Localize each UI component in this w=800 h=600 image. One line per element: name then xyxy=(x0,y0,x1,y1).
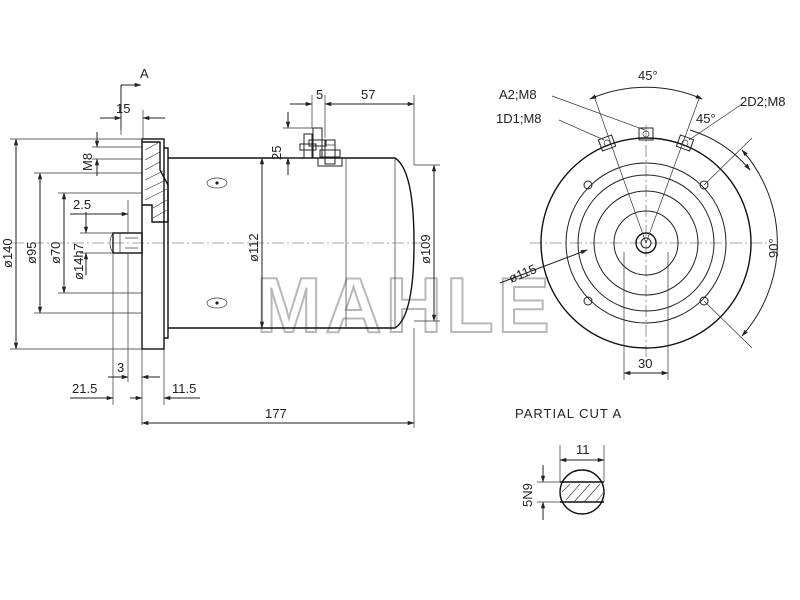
terminal-studs xyxy=(299,127,343,167)
motor-shaft xyxy=(112,232,143,254)
dim-3: 3 xyxy=(117,360,124,375)
dim-angle-90: 90° xyxy=(766,238,781,258)
section-marker-a: A xyxy=(120,66,149,130)
end-view: A2;M8 1D1;M8 2D2;M8 45° 45° 90° ø115 30 xyxy=(496,68,786,380)
section-marker-label: A xyxy=(140,66,149,81)
dim-dia-140: ø140 xyxy=(0,238,15,268)
end-view-terminals xyxy=(597,127,695,152)
label-1d1-m8: 1D1;M8 xyxy=(496,111,542,126)
label-a2-m8: A2;M8 xyxy=(499,87,537,102)
dim-dia-14h7: ø14h7 xyxy=(71,243,86,280)
dim-30: 30 xyxy=(638,356,652,371)
side-view: A 15 5 57 25 M8 2.5 xyxy=(0,66,440,428)
dim-21-5: 21.5 xyxy=(72,381,97,396)
dim-11-5: 11.5 xyxy=(172,381,196,396)
motor-body xyxy=(168,157,415,329)
body-screw-top xyxy=(206,177,228,189)
dim-m8: M8 xyxy=(80,153,95,171)
label-2d2-m8: 2D2;M8 xyxy=(740,94,786,109)
dim-5n9: 5N9 xyxy=(520,483,535,507)
end-view-shaft xyxy=(635,232,657,254)
brand-watermark: MAHLE xyxy=(256,261,553,349)
dim-angle-45-right: 45° xyxy=(696,111,716,126)
dim-2-5: 2.5 xyxy=(73,197,91,212)
dim-5: 5 xyxy=(316,87,323,102)
dim-57: 57 xyxy=(361,87,375,102)
shaft-hatching xyxy=(561,483,605,503)
mounting-holes xyxy=(583,180,709,306)
end-view-outer-circle xyxy=(540,137,752,349)
dim-angle-45-top: 45° xyxy=(638,68,658,83)
dim-15: 15 xyxy=(116,101,130,116)
dim-177: 177 xyxy=(265,406,287,421)
partial-cut-title: PARTIAL CUT A xyxy=(515,406,622,421)
partial-cut-a: PARTIAL CUT A 11 5N9 xyxy=(515,406,622,520)
dim-25: 25 xyxy=(269,146,284,160)
dim-dia-70: ø70 xyxy=(48,242,63,264)
flange-hatching xyxy=(144,142,168,219)
shaft-cross-section xyxy=(559,469,605,515)
dim-dia-112: ø112 xyxy=(246,233,261,262)
dim-dia-109: ø109 xyxy=(418,234,433,264)
dim-dia-95: ø95 xyxy=(24,242,39,264)
body-screw-bottom xyxy=(206,297,228,309)
dim-11: 11 xyxy=(576,442,590,457)
